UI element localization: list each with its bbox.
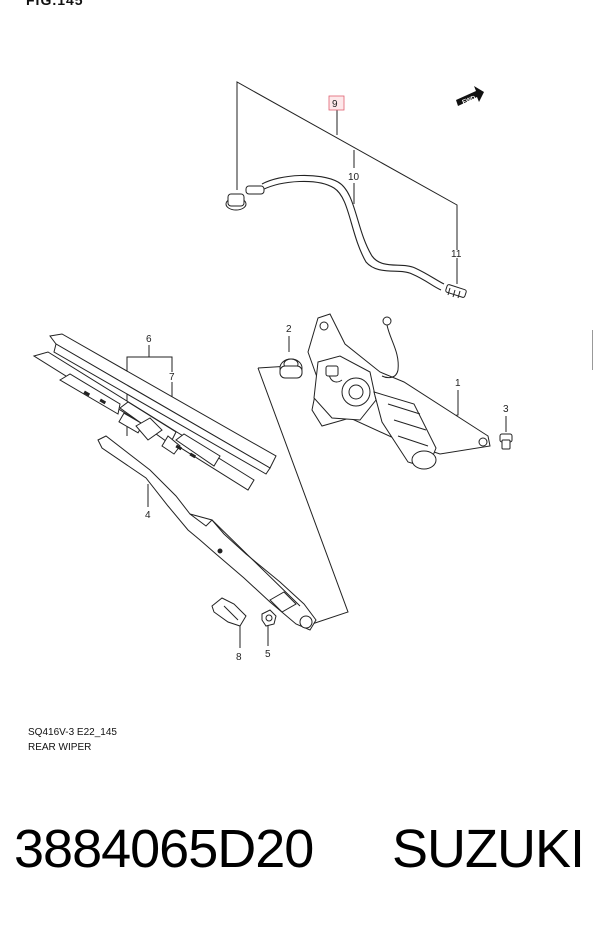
callout-9: 9 bbox=[332, 99, 338, 110]
callout-numbers: 9 10 11 2 1 3 6 7 4 8 5 bbox=[145, 99, 509, 663]
callout-5: 5 bbox=[265, 649, 271, 660]
wiper-blade bbox=[32, 333, 277, 491]
callout-11: 11 bbox=[451, 249, 462, 260]
figure-label: FIG.145 bbox=[26, 0, 84, 8]
callout-4: 4 bbox=[145, 510, 151, 521]
callout-2: 2 bbox=[286, 324, 292, 335]
callout-8: 8 bbox=[236, 652, 242, 663]
nut bbox=[261, 609, 277, 627]
fwd-arrow-icon: FWD bbox=[456, 86, 484, 106]
callout-1: 1 bbox=[455, 378, 461, 389]
wiper-motor-assembly bbox=[307, 313, 491, 470]
hose-connector bbox=[225, 185, 265, 211]
arm-cap bbox=[211, 597, 247, 627]
callout-6: 6 bbox=[146, 334, 152, 345]
rear-wiper-exploded-diagram: 9 10 11 2 1 3 6 7 4 8 5 FWD bbox=[32, 81, 513, 663]
brand-name: SUZUKI bbox=[392, 819, 585, 879]
wiper-arm bbox=[97, 435, 317, 631]
bolt bbox=[499, 433, 513, 450]
edge-divider bbox=[592, 330, 593, 370]
callout-3: 3 bbox=[503, 404, 509, 415]
callout-7: 7 bbox=[169, 372, 175, 383]
motor-wire bbox=[381, 316, 399, 379]
washer-hose bbox=[261, 174, 445, 291]
fwd-badge-label: FWD bbox=[462, 95, 478, 106]
blade-rubber-slots bbox=[83, 390, 197, 459]
callout-9-highlight bbox=[328, 95, 345, 111]
drawing-code: SQ416V-3 E22_145 bbox=[28, 727, 117, 738]
callout-10: 10 bbox=[348, 172, 360, 183]
grommet bbox=[279, 358, 303, 379]
leader-lines bbox=[126, 81, 507, 648]
hose-nozzle bbox=[445, 284, 467, 299]
part-number: 3884065D20 bbox=[14, 819, 314, 879]
product-banner bbox=[0, 780, 600, 932]
drawing-title: REAR WIPER bbox=[28, 742, 92, 753]
